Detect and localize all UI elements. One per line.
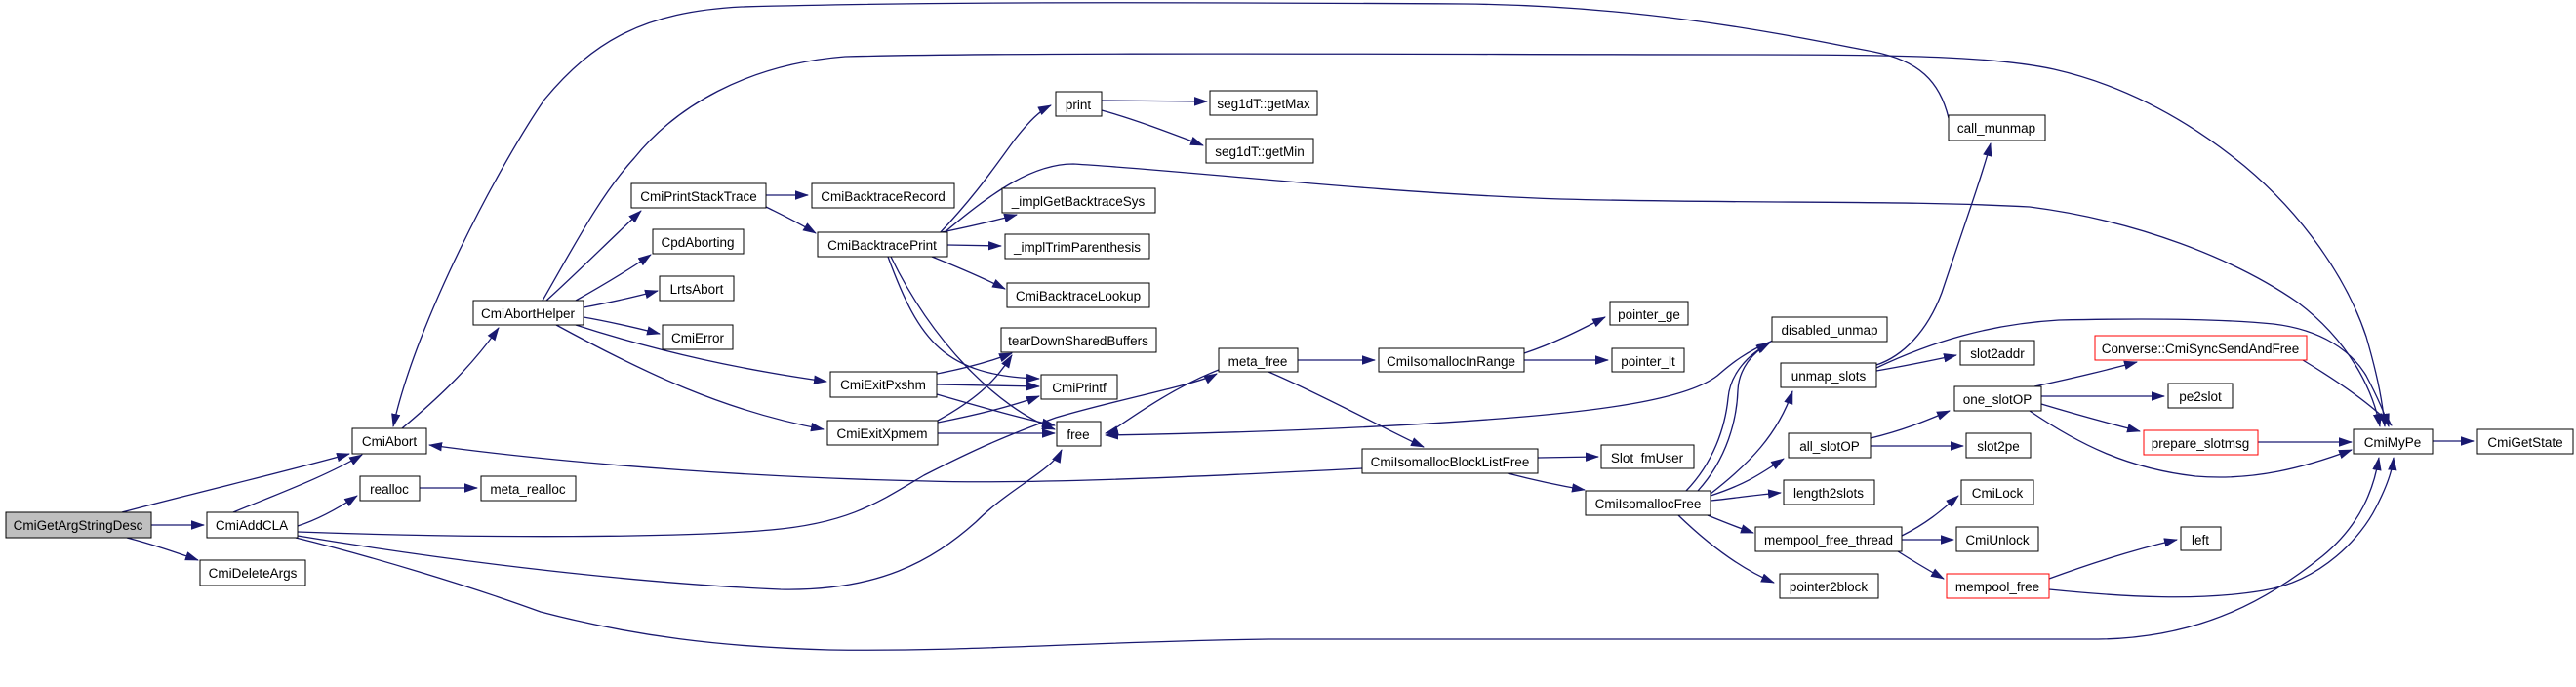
svg-text:CmiLock: CmiLock [1972, 486, 2024, 501]
svg-text:LrtsAbort: LrtsAbort [670, 282, 724, 297]
svg-text:CmiGetArgStringDesc: CmiGetArgStringDesc [14, 518, 143, 533]
svg-text:CmiIsomallocInRange: CmiIsomallocInRange [1387, 354, 1515, 369]
svg-text:seg1dT::getMax: seg1dT::getMax [1217, 97, 1310, 111]
svg-text:disabled_unmap: disabled_unmap [1781, 323, 1877, 338]
svg-text:seg1dT::getMin: seg1dT::getMin [1215, 144, 1305, 159]
svg-text:CmiAddCLA: CmiAddCLA [216, 518, 288, 533]
svg-text:meta_free: meta_free [1228, 354, 1288, 369]
svg-text:tearDownSharedBuffers: tearDownSharedBuffers [1008, 334, 1148, 348]
svg-text:CmiIsomallocBlockListFree: CmiIsomallocBlockListFree [1371, 455, 1530, 469]
svg-text:CmiMyPe: CmiMyPe [2364, 435, 2422, 450]
svg-text:print: print [1066, 98, 1092, 112]
svg-text:slot2pe: slot2pe [1977, 439, 2020, 454]
svg-text:CmiExitPxshm: CmiExitPxshm [840, 378, 926, 392]
svg-text:pointer2block: pointer2block [1790, 580, 1869, 594]
svg-text:CmiBacktraceLookup: CmiBacktraceLookup [1016, 289, 1141, 303]
svg-text:left: left [2192, 533, 2209, 547]
svg-text:mempool_free: mempool_free [1955, 580, 2039, 594]
svg-text:pe2slot: pe2slot [2179, 389, 2222, 404]
svg-text:CmiUnlock: CmiUnlock [1965, 533, 2030, 547]
svg-text:pointer_lt: pointer_lt [1621, 354, 1675, 369]
svg-text:mempool_free_thread: mempool_free_thread [1764, 533, 1893, 547]
svg-text:CmiBacktraceRecord: CmiBacktraceRecord [821, 189, 946, 204]
svg-text:pointer_ge: pointer_ge [1618, 307, 1680, 322]
svg-text:CmiAbortHelper: CmiAbortHelper [481, 306, 576, 321]
svg-text:meta_realloc: meta_realloc [490, 482, 566, 497]
svg-text:Slot_fmUser: Slot_fmUser [1611, 451, 1684, 465]
svg-text:_implTrimParenthesis: _implTrimParenthesis [1013, 240, 1141, 255]
svg-text:all_slotOP: all_slotOP [1799, 439, 1860, 454]
svg-text:CmiGetState: CmiGetState [2487, 435, 2562, 450]
svg-text:length2slots: length2slots [1793, 486, 1864, 501]
svg-text:CmiDeleteArgs: CmiDeleteArgs [209, 566, 298, 581]
svg-text:slot2addr: slot2addr [1970, 346, 2025, 361]
svg-text:Converse::CmiSyncSendAndFree: Converse::CmiSyncSendAndFree [2102, 342, 2300, 356]
svg-text:CmiBacktracePrint: CmiBacktracePrint [827, 238, 937, 253]
svg-text:realloc: realloc [370, 482, 409, 497]
svg-text:_implGetBacktraceSys: _implGetBacktraceSys [1011, 194, 1146, 209]
svg-text:CmiError: CmiError [671, 331, 724, 345]
svg-text:CmiPrintf: CmiPrintf [1052, 381, 1107, 395]
svg-text:CmiIsomallocFree: CmiIsomallocFree [1595, 497, 1702, 511]
svg-text:CpdAborting: CpdAborting [661, 235, 734, 250]
svg-text:CmiPrintStackTrace: CmiPrintStackTrace [640, 189, 757, 204]
svg-text:prepare_slotmsg: prepare_slotmsg [2152, 436, 2250, 451]
svg-text:free: free [1067, 427, 1089, 442]
svg-text:call_munmap: call_munmap [1957, 121, 2035, 136]
svg-text:one_slotOP: one_slotOP [1963, 392, 2033, 407]
svg-text:unmap_slots: unmap_slots [1791, 369, 1867, 384]
svg-text:CmiExitXpmem: CmiExitXpmem [836, 426, 927, 441]
svg-text:CmiAbort: CmiAbort [362, 434, 418, 449]
